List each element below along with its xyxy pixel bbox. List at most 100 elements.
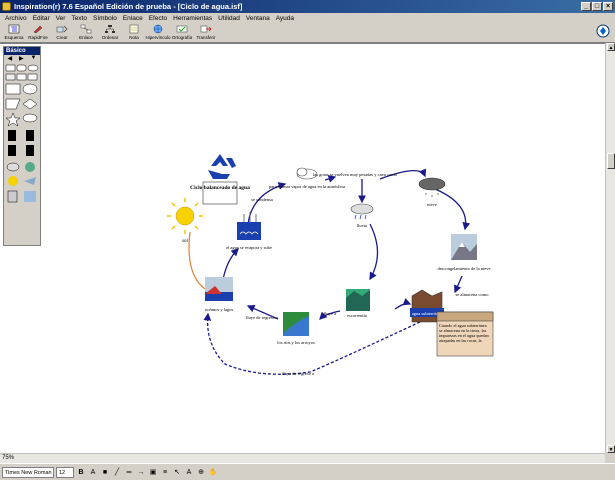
- palette-prev-icon[interactable]: ◀: [7, 56, 13, 62]
- condensa-label: se condensa: [251, 197, 273, 202]
- link-gotas-nieve: [379, 168, 427, 180]
- fill-color-button[interactable]: ■: [102, 468, 108, 476]
- shape-star[interactable]: [5, 112, 21, 127]
- toolbar-ordenar-button[interactable]: Ordenar: [98, 23, 122, 43]
- menu-ver[interactable]: Ver: [55, 14, 66, 22]
- shape-rect2[interactable]: [5, 73, 16, 81]
- toolbar-nota-button[interactable]: Nota: [122, 23, 146, 43]
- font-size-select[interactable]: 12: [56, 466, 74, 478]
- recycle-icon[interactable]: [205, 152, 236, 180]
- bold-button[interactable]: B: [78, 468, 84, 476]
- globe-icon[interactable]: [25, 162, 35, 172]
- window-title: Inspiration(r) 7.6 Español Edición de pr…: [14, 2, 243, 11]
- shadow-button[interactable]: ▣: [149, 468, 157, 476]
- shape-arrow-tile[interactable]: [8, 145, 16, 156]
- pointer-icon[interactable]: ↖: [174, 468, 180, 476]
- menu-ayuda[interactable]: Ayuda: [275, 14, 295, 22]
- palette-menu-icon[interactable]: ▼: [30, 55, 37, 61]
- transfer-icon: [200, 25, 212, 33]
- link-vapor-gotas: [324, 175, 337, 183]
- rios-label: los ríos y los arroyos: [277, 340, 315, 345]
- maximize-button[interactable]: □: [592, 2, 602, 11]
- toolbar-rapidfire-button[interactable]: RapidFire: [26, 23, 50, 43]
- align-button[interactable]: ≡: [162, 468, 168, 476]
- menu-editar[interactable]: Editar: [32, 14, 50, 22]
- diagram-canvas[interactable]: Ciclo balanceado de agua sol el agua se …: [0, 43, 605, 453]
- palette-title: Básico: [4, 47, 40, 55]
- shape-exclaim-tile[interactable]: [26, 130, 34, 141]
- text-tool-icon[interactable]: A: [186, 468, 192, 476]
- phone-icon[interactable]: [7, 190, 18, 203]
- mountain-icon[interactable]: [24, 191, 36, 202]
- menu-utilidad[interactable]: Utilidad: [218, 14, 240, 22]
- toolbar-hipervinculo-button[interactable]: Hipervínculo: [146, 23, 171, 43]
- menu-archivo[interactable]: Archivo: [5, 14, 27, 22]
- snowmelt-icon[interactable]: [451, 234, 477, 260]
- line-style-button[interactable]: ═: [126, 468, 132, 476]
- shape-rect[interactable]: [5, 64, 16, 72]
- snow-cloud-icon[interactable]: [418, 177, 446, 197]
- vertical-scroll-thumb[interactable]: [607, 153, 615, 169]
- menu-herramientas[interactable]: Herramientas: [173, 14, 213, 22]
- shape-rect4[interactable]: [27, 73, 38, 81]
- shape-big-rect[interactable]: [5, 83, 21, 95]
- font-select[interactable]: Times New Roman: [2, 466, 54, 478]
- symbol-palette[interactable]: Básico ◀ ▶ ▼: [3, 46, 41, 246]
- link-sol-oceanos: [188, 231, 206, 290]
- arrow-style-button[interactable]: →: [137, 468, 145, 476]
- title-bar: Inspiration(r) 7.6 Español Edición de pr…: [0, 0, 615, 13]
- toolbar-enlace-button[interactable]: Enlace: [74, 23, 98, 43]
- note-icon: [129, 24, 139, 34]
- shape-cloud[interactable]: [22, 83, 38, 95]
- shape-question-tile[interactable]: [26, 145, 34, 156]
- bird-icon[interactable]: [24, 177, 36, 185]
- shape-speech[interactable]: [22, 113, 38, 123]
- shape-banner[interactable]: [5, 98, 21, 110]
- palette-next-icon[interactable]: ▶: [19, 56, 24, 62]
- zoom-icon[interactable]: ⊕: [198, 468, 204, 476]
- shape-rect3[interactable]: [16, 73, 27, 81]
- rivers-icon[interactable]: [283, 312, 309, 336]
- shape-black-tile[interactable]: [8, 130, 16, 141]
- runoff-icon[interactable]: [346, 289, 370, 311]
- close-button[interactable]: ×: [603, 2, 613, 11]
- cycle-node-label: Ciclo balanceado de agua: [190, 185, 250, 191]
- text-color-button[interactable]: A: [90, 468, 96, 476]
- shape-oval[interactable]: [27, 64, 39, 72]
- arrange-icon: [105, 25, 115, 33]
- scroll-down-button[interactable]: ▼: [607, 445, 615, 453]
- menu-texto[interactable]: Texto: [71, 14, 87, 22]
- shape-diamond[interactable]: [22, 98, 38, 110]
- cycle-node-frame[interactable]: [202, 181, 238, 205]
- format-toolbar: Times New Roman 12 B A ■ ╱ ═ → ▣ ≡ ↖ A ⊕…: [0, 463, 615, 480]
- fluyeregreso-label: fluye de regreso a: [246, 315, 278, 320]
- sun-icon[interactable]: [167, 198, 203, 234]
- shape-rounded[interactable]: [16, 64, 27, 72]
- toolbar-ortografia-button[interactable]: Ortografía: [170, 23, 194, 43]
- menu-simbolo[interactable]: Símbolo: [92, 14, 117, 22]
- evaporation-icon[interactable]: [237, 212, 261, 240]
- line-color-button[interactable]: ╱: [114, 468, 120, 476]
- toolbar-esquema-button[interactable]: Esquema: [2, 23, 26, 43]
- rapidfire-icon: [33, 25, 43, 34]
- toolbar-transferir-button[interactable]: Transferir: [194, 23, 218, 43]
- cloud-icon[interactable]: [296, 167, 318, 180]
- rain-cloud-icon[interactable]: [350, 203, 374, 220]
- scroll-up-button[interactable]: ▲: [607, 43, 615, 51]
- vertical-scrollbar[interactable]: ▲ ▼: [605, 43, 615, 453]
- groundwater-icon[interactable]: [410, 289, 444, 323]
- toolbar-label: Crear: [56, 35, 68, 40]
- hand-icon[interactable]: ✋: [208, 468, 218, 476]
- create-icon: [56, 25, 68, 33]
- menu-ventana[interactable]: Ventana: [245, 14, 270, 22]
- menu-efecto[interactable]: Efecto: [148, 14, 168, 22]
- zoom-level[interactable]: 75%: [2, 455, 15, 461]
- sun-small-icon[interactable]: [8, 176, 18, 186]
- horizontal-scrollbar[interactable]: 75%: [0, 453, 605, 463]
- toolbar-crear-button[interactable]: Crear: [50, 23, 74, 43]
- palette-shapes: [5, 64, 39, 203]
- minimize-button[interactable]: _: [581, 2, 591, 11]
- ocean-icon[interactable]: [205, 277, 233, 301]
- shape-bubble[interactable]: [6, 162, 20, 172]
- menu-enlace[interactable]: Enlace: [122, 14, 143, 22]
